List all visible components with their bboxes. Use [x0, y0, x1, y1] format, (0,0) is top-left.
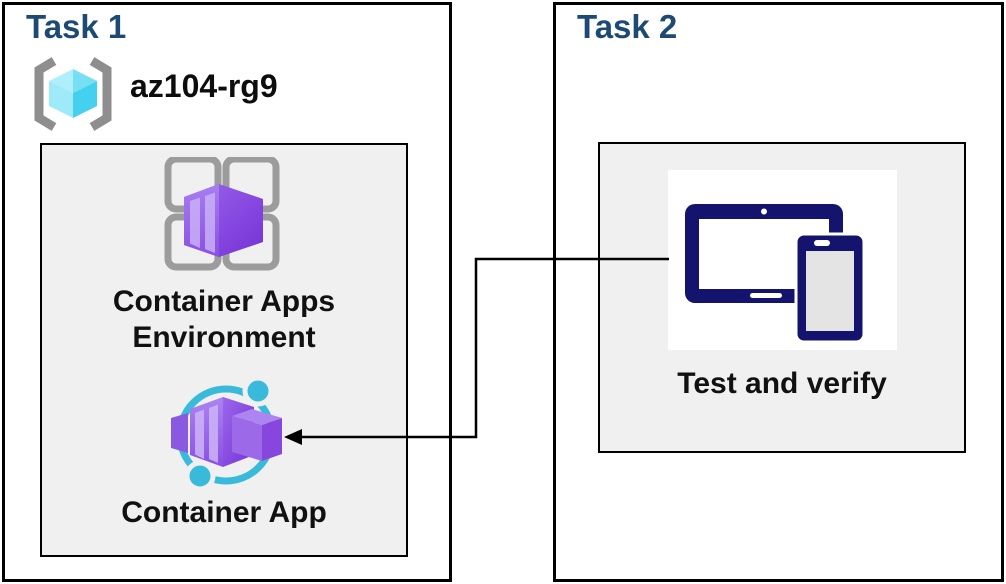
- test-and-verify-box: Test and verify: [598, 142, 966, 453]
- resource-group-icon: [34, 57, 112, 131]
- task2-box: Task 2 Test and verify: [553, 2, 1004, 582]
- right-bracket-shape: [89, 57, 112, 131]
- left-bracket-shape: [34, 57, 57, 131]
- ring-dots-shape: [184, 375, 274, 492]
- environment-label-line2: Environment: [132, 321, 316, 354]
- test-and-verify-label: Test and verify: [677, 367, 887, 400]
- container-apps-environment-box: Container Apps Environment: [40, 143, 408, 557]
- container-app-icon: [171, 375, 282, 492]
- task2-title: Task 2: [577, 8, 678, 45]
- container-app-label: Container App: [121, 496, 327, 529]
- environment-label-line1: Container Apps: [112, 285, 336, 318]
- phone-icon: [794, 232, 866, 344]
- container-apps-environment-icon: [164, 157, 280, 271]
- purple-container-shape: [184, 184, 263, 257]
- resource-group-name: az104-rg9: [130, 68, 278, 104]
- tablet-and-phone-icon: [685, 204, 866, 344]
- cube-shape: [49, 69, 97, 118]
- task1-box: Task 1 az104-rg9: [2, 2, 452, 582]
- devices-icon-panel: [668, 170, 897, 350]
- purple-container-shape: [171, 397, 282, 467]
- task1-title: Task 1: [26, 8, 127, 45]
